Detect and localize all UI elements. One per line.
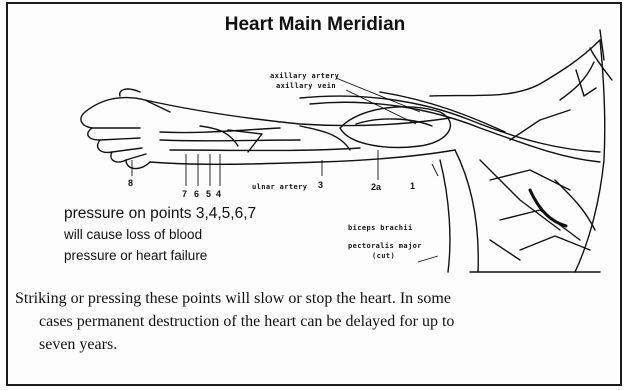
point-2a: 2a <box>371 182 381 192</box>
point-7: 7 <box>182 189 187 199</box>
label-biceps: biceps brachii <box>348 224 413 232</box>
point-8: 8 <box>128 178 133 188</box>
label-cut: (cut) <box>372 252 395 260</box>
figure-caption: Striking or pressing these points will s… <box>15 287 605 356</box>
point-1: 1 <box>410 181 415 191</box>
point-3: 3 <box>318 180 323 190</box>
caption-line-1: Striking or pressing these points will s… <box>15 287 605 310</box>
point-5: 5 <box>206 189 211 199</box>
warning-note-line-3: pressure or heart failure <box>64 245 304 266</box>
point-6: 6 <box>194 189 199 199</box>
caption-line-2: cases permanent destruction of the heart… <box>15 310 605 333</box>
warning-note-line-2: will cause loss of blood <box>64 224 304 245</box>
label-ulnar-artery: ulnar artery <box>252 183 307 191</box>
warning-note: pressure on points 3,4,5,6,7 will cause … <box>64 203 304 266</box>
warning-note-line-1: pressure on points 3,4,5,6,7 <box>64 203 304 224</box>
point-4: 4 <box>216 189 221 199</box>
caption-line-3: seven years. <box>15 333 605 356</box>
label-axillary-vein: axillary vein <box>276 82 336 90</box>
label-pectoralis: pectoralis major <box>348 242 422 250</box>
label-axillary-artery: axillary artery <box>270 72 339 80</box>
